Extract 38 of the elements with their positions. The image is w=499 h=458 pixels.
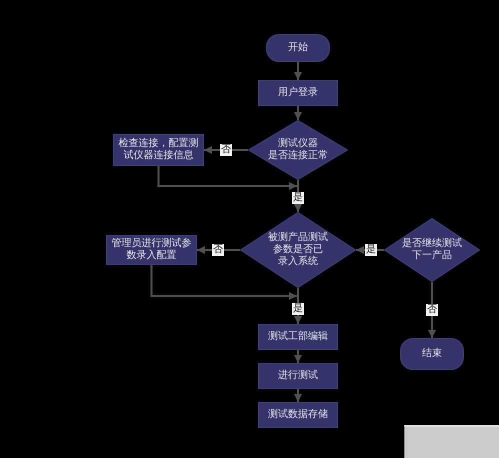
process-step — [258, 324, 338, 350]
process-step — [258, 402, 338, 428]
decision-diamond — [240, 212, 356, 288]
edge-label: 否 — [212, 244, 224, 256]
node-text: 管理员进行测试参数录入配置 — [111, 238, 192, 262]
arrow — [294, 62, 302, 80]
node-text: 测试仪器是否连接正常 — [267, 138, 329, 162]
arrow — [294, 389, 302, 402]
arrow — [204, 146, 248, 154]
edge-label: 否 — [220, 144, 232, 156]
node-text: 测试数据存储 — [268, 409, 328, 421]
edge-label: 是 — [292, 192, 304, 204]
process-step — [258, 80, 338, 106]
node-text: 结束 — [422, 348, 442, 360]
node-text: 测试工部编辑 — [268, 331, 328, 343]
terminal-node — [266, 34, 330, 62]
process-step — [113, 134, 204, 166]
node-text: 被测产品测试参数是否已录入系统 — [267, 232, 329, 268]
node-text: 进行测试 — [278, 370, 318, 382]
process-step — [258, 363, 338, 389]
edge-label: 是 — [292, 303, 304, 315]
arrow — [294, 106, 302, 120]
process-step — [106, 235, 197, 265]
arrow — [150, 265, 297, 300]
decision-diamond — [248, 120, 348, 180]
arrow — [294, 350, 302, 363]
node-text: 用户登录 — [278, 87, 318, 99]
arrow — [428, 282, 436, 338]
node-text: 开始 — [288, 42, 308, 54]
edge-label: 否 — [426, 304, 438, 316]
arrow — [158, 166, 297, 190]
arrow — [356, 246, 384, 254]
terminal-node — [400, 338, 464, 370]
node-text: 检查连接，配置测试仪器连接信息 — [118, 138, 199, 162]
arrow — [197, 246, 240, 254]
node-text: 是否继续测试下一产品 — [401, 238, 463, 262]
edge-label: 是 — [365, 244, 377, 256]
decision-diamond — [384, 218, 480, 282]
